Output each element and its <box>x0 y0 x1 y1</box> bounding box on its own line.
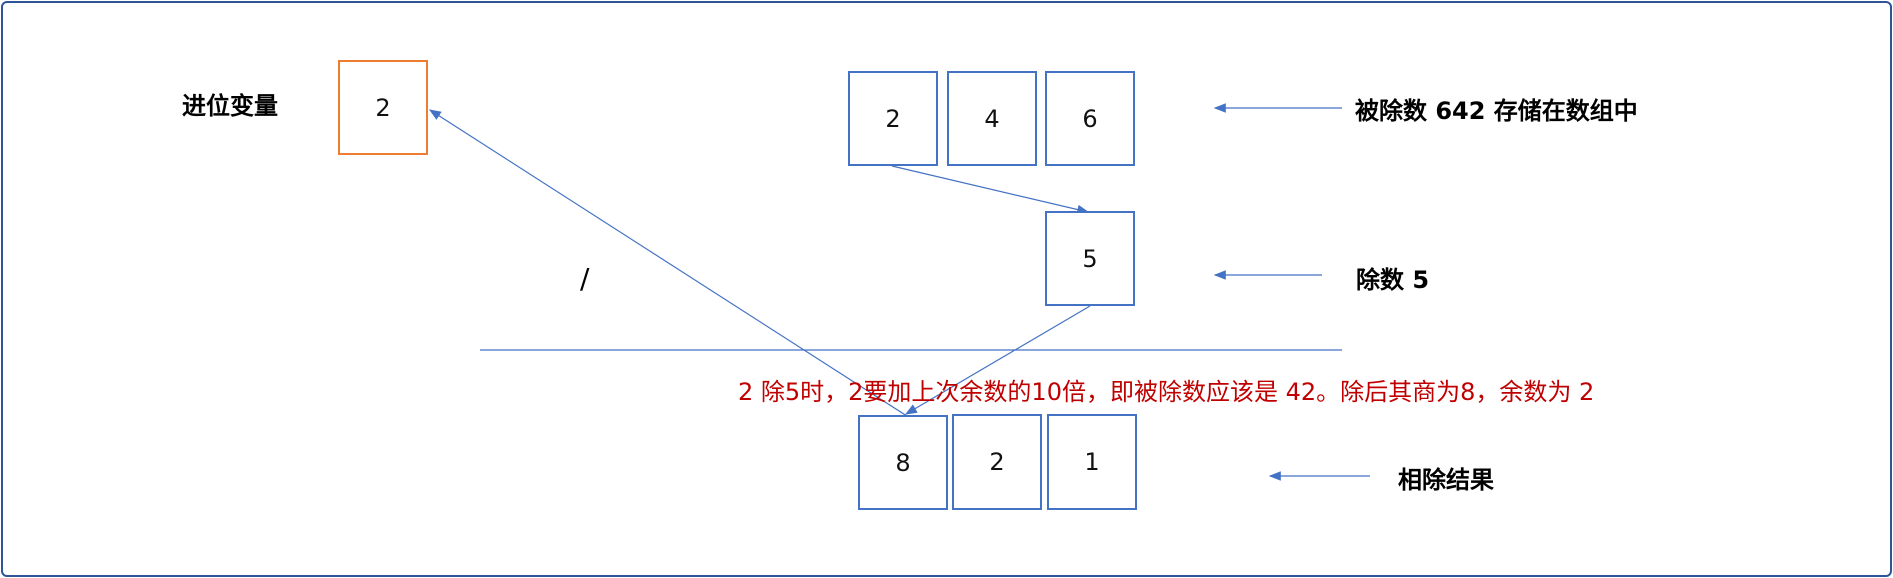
result-digit-box: 1 <box>1047 414 1137 510</box>
divisor-label: 除数 5 <box>1356 266 1430 294</box>
result-digit-box: 2 <box>952 414 1042 510</box>
dividend-to-divisor-arrow <box>891 165 1090 215</box>
carry-box: 2 <box>338 60 428 155</box>
dividend-label: 被除数 642 存储在数组中 <box>1355 97 1638 125</box>
result-to-carry-arrow <box>428 109 911 419</box>
divisor-box: 5 <box>1045 211 1135 306</box>
dividend-digit-box: 2 <box>848 71 938 166</box>
dividend-digit-box: 4 <box>947 71 1037 166</box>
result-digit-box: 8 <box>858 415 948 510</box>
divisor-to-result-arrow <box>904 305 1091 415</box>
result-label: 相除结果 <box>1398 466 1494 494</box>
dividend-digit-box: 6 <box>1045 71 1135 166</box>
carry-label: 进位变量 <box>182 92 278 120</box>
explanation-note: 2 除5时，2要加上次余数的10倍，即被除数应该是 42。除后其商为8，余数为 … <box>738 378 1595 406</box>
division-operator: / <box>580 262 590 295</box>
